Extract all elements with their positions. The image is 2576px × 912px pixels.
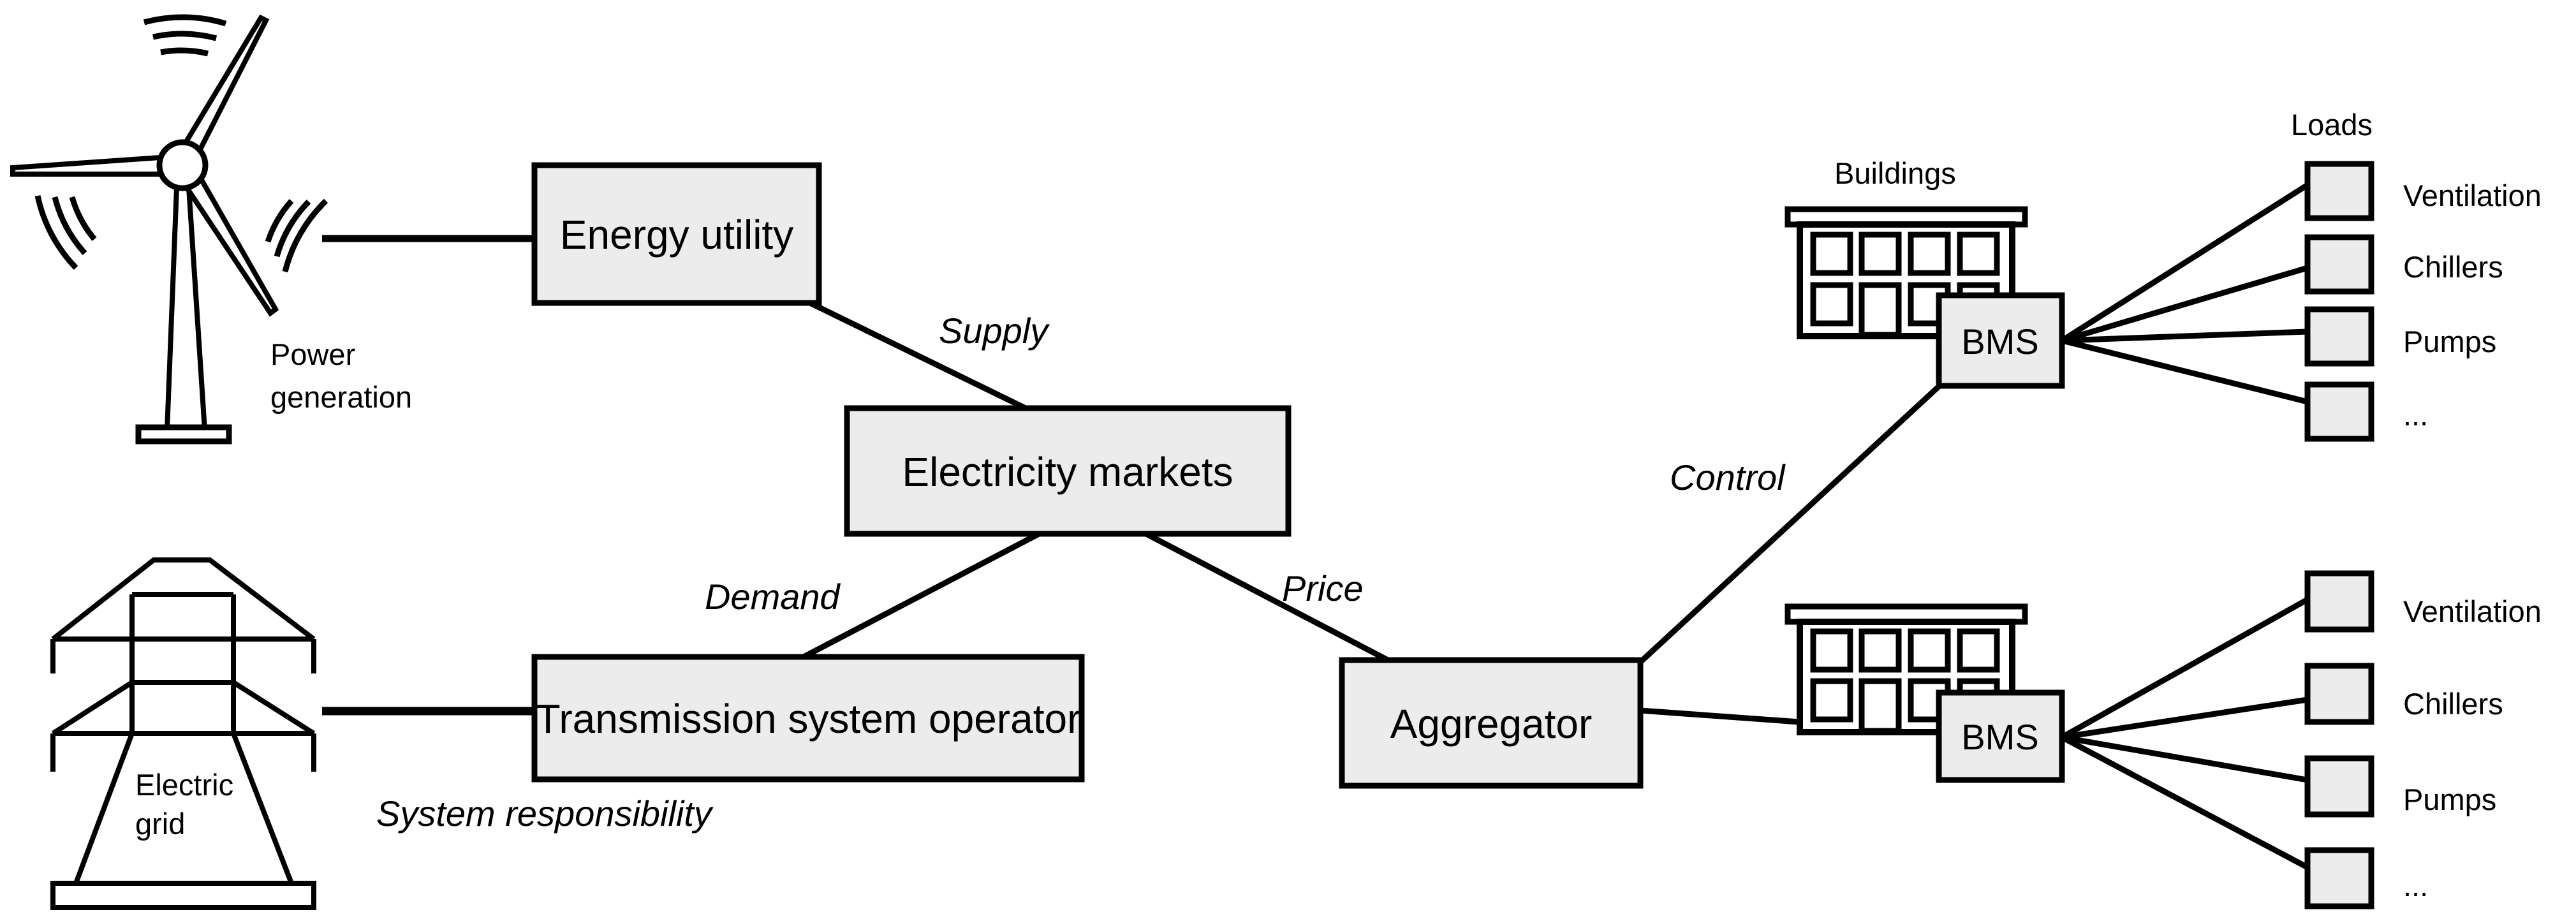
caption-electric-grid-line2: grid	[135, 807, 185, 841]
turbine-blade-left	[10, 154, 164, 177]
edge-label-price: Price	[1282, 568, 1364, 608]
edge-bms-bottom-ventilation	[2060, 597, 2309, 740]
load-label-top-ventilation: Ventilation	[2403, 179, 2542, 212]
load-label-bottom-pumps: Pumps	[2403, 783, 2496, 816]
caption-buildings: Buildings	[1834, 156, 1956, 190]
turbine-hub	[156, 139, 209, 191]
node-electricity-markets-label: Electricity markets	[902, 449, 1233, 495]
edge-label-supply: Supply	[939, 311, 1050, 351]
caption-electric-grid-line1: Electric	[135, 768, 233, 802]
edge-supply	[780, 286, 1028, 412]
load-label-top-more: ...	[2403, 398, 2428, 432]
edge-bms-bottom-pumps	[2061, 734, 2308, 783]
caption-loads: Loads	[2291, 108, 2373, 142]
node-electricity-markets: Electricity markets	[844, 405, 1292, 537]
load-box-bottom-ventilation	[2304, 570, 2374, 633]
load-label-bottom-more: ...	[2403, 869, 2428, 902]
load-box-top-more	[2304, 381, 2374, 442]
node-energy-utility: Energy utility	[531, 162, 822, 306]
edge-label-demand: Demand	[705, 577, 841, 617]
node-bms-top: BMS	[1936, 292, 2065, 389]
node-bms-bottom: BMS	[1936, 689, 2065, 783]
load-label-bottom-ventilation: Ventilation	[2403, 594, 2542, 628]
edge-label-system-responsibility: System responsibility	[376, 793, 714, 834]
edge-demand	[800, 531, 1042, 660]
node-aggregator: Aggregator	[1339, 657, 1644, 789]
edge-bms-top-pumps	[2061, 328, 2308, 344]
load-label-bottom-chillers: Chillers	[2403, 687, 2503, 721]
load-label-top-chillers: Chillers	[2403, 250, 2503, 284]
node-aggregator-label: Aggregator	[1390, 701, 1593, 747]
node-bms-top-label: BMS	[1961, 321, 2038, 362]
edge-bms-bottom-more	[2060, 735, 2309, 870]
load-box-top-chillers	[2304, 234, 2374, 295]
load-box-bottom-pumps	[2304, 755, 2374, 818]
load-label-top-pumps: Pumps	[2403, 325, 2496, 358]
load-box-bottom-chillers	[2304, 663, 2374, 725]
node-energy-utility-label: Energy utility	[560, 212, 793, 258]
turbine-base	[135, 424, 232, 445]
node-tso-label: Transmission system operator	[536, 696, 1081, 742]
edge-price	[1143, 531, 1391, 663]
edge-bms-bottom-chillers	[2061, 696, 2308, 740]
edge-label-control: Control	[1670, 457, 1786, 497]
turbine-blade-bottom	[184, 176, 279, 317]
load-box-top-pumps	[2304, 306, 2374, 367]
edges	[322, 182, 2309, 870]
node-transmission-system-operator: Transmission system operator	[531, 654, 1085, 783]
edge-control	[1637, 383, 1943, 666]
nodes: Energy utility Electricity markets Trans…	[531, 162, 2065, 789]
labels: Power generation Electric grid Buildings…	[135, 108, 2542, 902]
caption-power-generation-line2: generation	[270, 380, 412, 414]
caption-power-generation-line1: Power	[270, 337, 355, 371]
edge-bms-top-ventilation	[2060, 182, 2309, 343]
turbine-motion-arcs	[34, 14, 328, 273]
transmission-tower-icon	[50, 557, 316, 910]
node-bms-bottom-label: BMS	[1961, 717, 2038, 757]
wind-turbine-icon	[10, 14, 328, 445]
load-box-top-ventilation	[2304, 161, 2374, 221]
turbine-mast	[164, 185, 208, 432]
load-box-bottom-more	[2304, 847, 2374, 909]
load-boxes	[2304, 161, 2374, 909]
edge-bms-top-chillers	[2061, 265, 2309, 344]
edge-bms-top-more	[2061, 337, 2309, 405]
